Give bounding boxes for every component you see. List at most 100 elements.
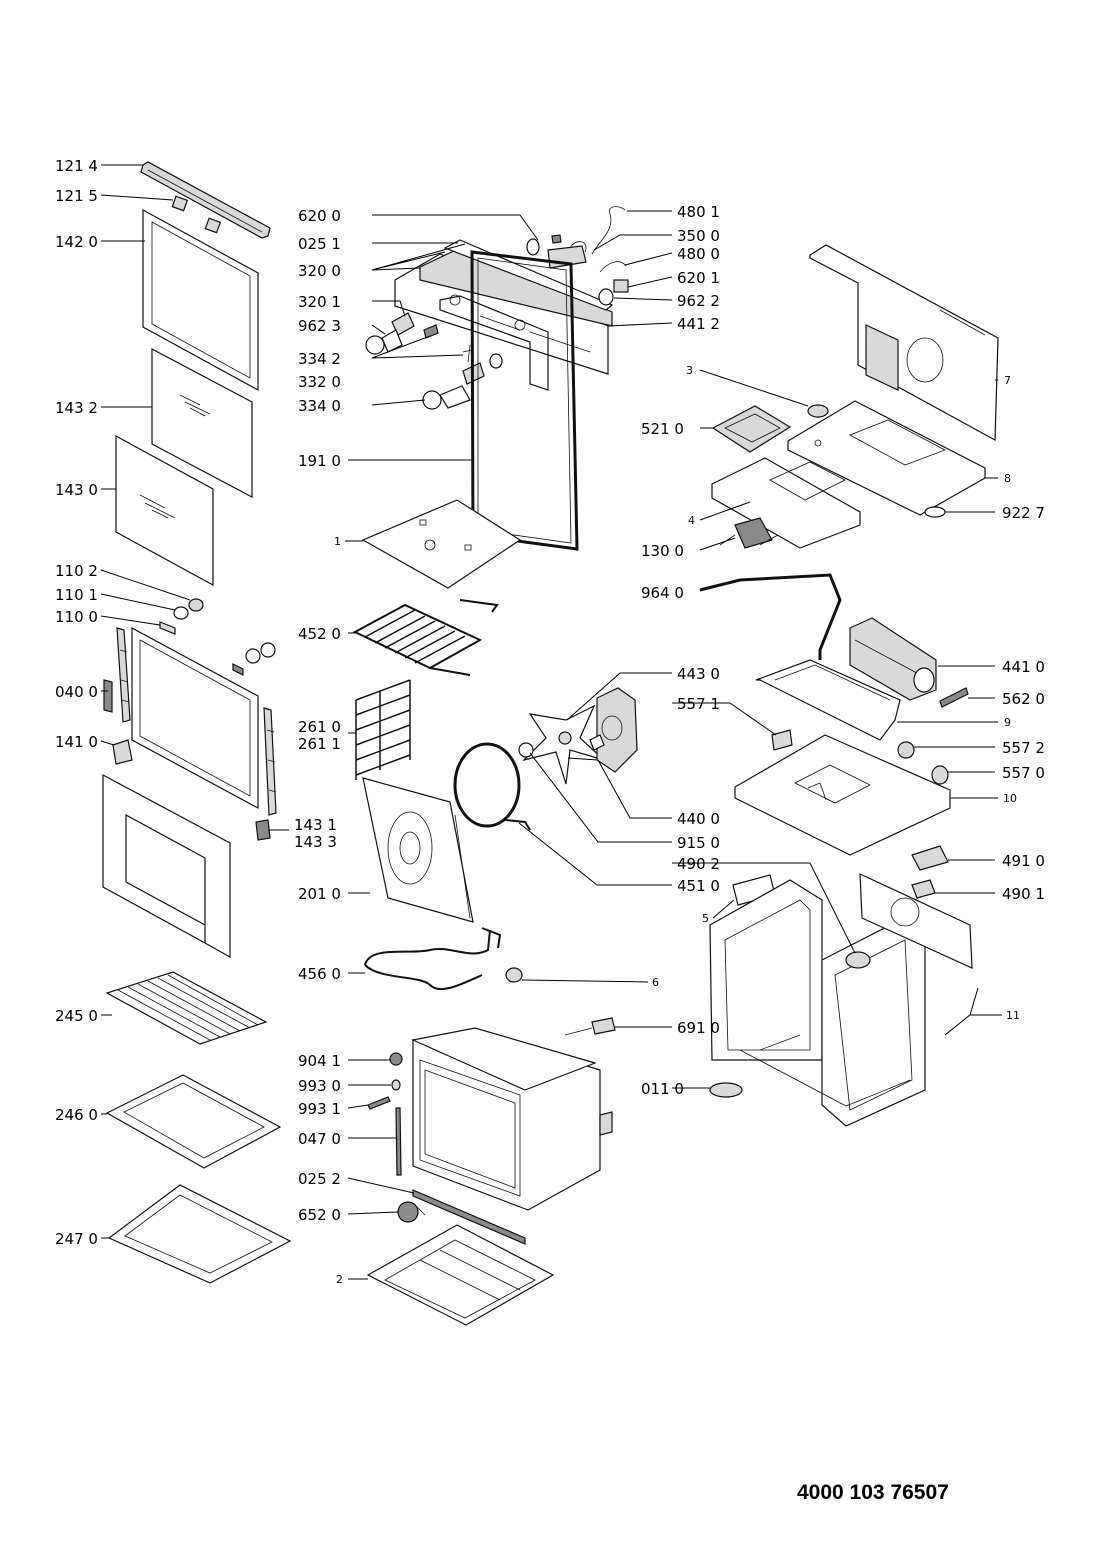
part-outer-door-glass: [142, 208, 259, 392]
part-cavity-small-fittings: [367, 1052, 403, 1176]
label-480-0: 480 0: [677, 245, 720, 263]
label-121-5: 121 5: [55, 187, 98, 205]
label-350-0: 350 0: [677, 227, 720, 245]
part-door-inner-frame: [102, 773, 231, 959]
part-cable-clamp: [911, 879, 936, 899]
label-993-1: 993 1: [298, 1100, 341, 1118]
part-bottom-panel: [366, 1224, 555, 1326]
label-441-2: 441 2: [677, 315, 720, 333]
part-glass-clip: [255, 819, 271, 841]
label-110-2: 110 2: [55, 562, 98, 580]
label-557-0: 557 0: [1002, 764, 1045, 782]
part-inner-glass-2: [115, 434, 214, 587]
label-620-0: 620 0: [298, 207, 341, 225]
part-thermostat: [771, 729, 949, 785]
label-993-0: 993 0: [298, 1077, 341, 1095]
part-circular-element: [453, 742, 531, 831]
part-terminal-block: [911, 845, 949, 871]
part-door-hinge-left: [103, 627, 131, 723]
label-491-0: 491 0: [1002, 852, 1045, 870]
label-2: 2: [336, 1273, 343, 1286]
label-962-3: 962 3: [298, 317, 341, 335]
label-332-0: 332 0: [298, 373, 341, 391]
label-047-0: 047 0: [298, 1130, 341, 1148]
part-door-seal: [470, 250, 579, 551]
label-143-0: 143 0: [55, 481, 98, 499]
part-door-top-trim: [140, 161, 271, 239]
part-rear-panel: [809, 244, 999, 441]
label-110-0: 110 0: [55, 608, 98, 626]
part-outer-housing: [709, 873, 973, 1127]
label-334-2: 334 2: [298, 350, 341, 368]
label-451-0: 451 0: [677, 877, 720, 895]
part-door-switch: [397, 1201, 426, 1223]
label-121-4: 121 4: [55, 157, 98, 175]
label-5: 5: [702, 912, 709, 925]
label-11: 11: [1006, 1009, 1020, 1022]
part-door-frame: [131, 621, 259, 810]
label-620-1: 620 1: [677, 269, 720, 287]
label-562-0: 562 0: [1002, 690, 1045, 708]
label-6: 6: [652, 976, 659, 989]
label-025-1: 025 1: [298, 235, 341, 253]
label-320-0: 320 0: [298, 262, 341, 280]
part-fan-cover: [709, 1082, 743, 1098]
part-oven-cavity: [411, 1027, 613, 1211]
part-fan-blade: [522, 704, 605, 785]
part-door-bracket: [171, 195, 222, 234]
part-hinge-washers: [173, 598, 276, 664]
label-025-2: 025 2: [298, 1170, 341, 1188]
part-knob-right: [422, 353, 503, 410]
callout-labels: 121 4 121 5 142 0 143 2 143 0 110 2 110 …: [55, 157, 1045, 1286]
label-334-0: 334 0: [298, 397, 341, 415]
label-040-0: 040 0: [55, 683, 98, 701]
label-480-1: 480 1: [677, 203, 720, 221]
label-10: 10: [1003, 792, 1017, 805]
label-247-0: 247 0: [55, 1230, 98, 1248]
part-tangential-blower: [849, 617, 937, 701]
label-143-3: 143 3: [294, 833, 337, 851]
part-top-panel: [361, 499, 522, 589]
part-washer: [924, 506, 946, 518]
part-lamp: [505, 967, 523, 983]
label-201-0: 201 0: [298, 885, 341, 903]
label-490-1: 490 1: [1002, 885, 1045, 903]
label-110-1: 110 1: [55, 586, 98, 604]
label-962-2: 962 2: [677, 292, 720, 310]
label-1: 1: [334, 535, 341, 548]
document-number: 4000 103 76507: [797, 1481, 949, 1504]
label-922-7: 922 7: [1002, 504, 1045, 522]
label-261-1: 261 1: [298, 735, 341, 753]
label-3: 3: [686, 364, 693, 377]
label-8: 8: [1004, 472, 1011, 485]
label-964-0: 964 0: [641, 584, 684, 602]
label-245-0: 245 0: [55, 1007, 98, 1025]
label-452-0: 452 0: [298, 625, 341, 643]
part-door-hinge-right: [263, 707, 277, 816]
label-7: 7: [1004, 374, 1011, 387]
part-grill-element: [352, 599, 499, 676]
part-knob-left: [365, 312, 415, 355]
leader-lines: [100, 164, 1002, 1280]
label-130-0: 130 0: [641, 542, 684, 560]
part-fan-nut: [518, 742, 534, 758]
label-557-1: 557 1: [677, 695, 720, 713]
label-141-0: 141 0: [55, 733, 98, 751]
part-wire-shelf: [105, 971, 268, 1045]
part-sensor: [939, 687, 969, 708]
label-191-0: 191 0: [298, 452, 341, 470]
label-557-2: 557 2: [1002, 739, 1045, 757]
label-320-1: 320 1: [298, 293, 341, 311]
part-mounting-plate: [711, 457, 861, 549]
label-915-0: 915 0: [677, 834, 720, 852]
label-9: 9: [1004, 716, 1011, 729]
label-246-0: 246 0: [55, 1106, 98, 1124]
part-wiring: [569, 206, 627, 273]
label-443-0: 443 0: [677, 665, 720, 683]
part-shallow-tray: [105, 1074, 282, 1169]
part-air-duct: [755, 659, 901, 741]
part-deep-tray: [107, 1184, 292, 1284]
label-142-0: 142 0: [55, 233, 98, 251]
label-261-0: 261 0: [298, 718, 341, 736]
